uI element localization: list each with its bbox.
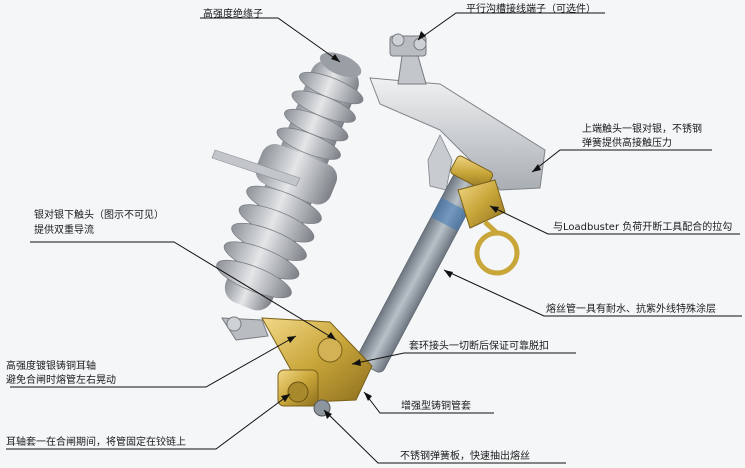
label-ring-joint: 套环接头一切断后保证可靠脱扣 bbox=[409, 341, 549, 352]
label-terminal: 平行沟槽接线端子（可选件） bbox=[466, 4, 596, 15]
upper-hook bbox=[427, 134, 453, 191]
label-fuse-tube: 熔丝管一具有耐水、抗紫外线特殊涂层 bbox=[546, 304, 716, 315]
label-spring-plate: 不锈钢弹簧板，快速抽出熔丝 bbox=[400, 451, 530, 462]
upper-contact-arm bbox=[369, 77, 546, 191]
insulator-body bbox=[216, 52, 364, 311]
leader-fuse-tube bbox=[443, 269, 742, 317]
leader-ear-sleeve bbox=[6, 393, 291, 450]
leader-upper-contact bbox=[531, 149, 712, 173]
label-lower-contact-2: 提供双重导流 bbox=[34, 225, 94, 236]
leader-insulator bbox=[200, 17, 341, 63]
leader-arrowheads bbox=[281, 31, 541, 419]
fuse-tube bbox=[356, 155, 494, 373]
leader-loadbuster bbox=[489, 205, 740, 235]
label-ear-sleeve: 耳轴套一在合闸期间，将管固定在铰链上 bbox=[6, 437, 186, 448]
label-upper-contact-1: 上端触头一银对银，不锈钢 bbox=[582, 124, 702, 135]
label-upper-contact-2: 弹簧提供高接触压力 bbox=[582, 138, 672, 149]
upper-brass-head bbox=[457, 179, 506, 229]
leader-spring-plate bbox=[323, 409, 566, 464]
label-insulator: 高强度绝缘子 bbox=[203, 9, 263, 20]
label-trunnion-2: 避免合闸时熔管左右晃动 bbox=[6, 375, 116, 386]
mounting-bracket bbox=[211, 149, 301, 187]
pull-ring bbox=[474, 230, 520, 276]
leader-lower-contact bbox=[30, 241, 337, 341]
label-trunnion-1: 高强度镀银铸铜耳轴 bbox=[6, 361, 96, 372]
leader-trunnion bbox=[10, 335, 297, 388]
leader-lines bbox=[6, 12, 742, 464]
label-loadbuster: 与Loadbuster 负荷开断工具配合的拉勾 bbox=[553, 222, 733, 233]
label-tube-sleeve: 增强型铸铜管套 bbox=[401, 401, 471, 412]
leader-terminal bbox=[417, 12, 605, 41]
label-lower-contact-1: 银对银下触头（图示不可见） bbox=[34, 210, 164, 221]
leader-ring-joint bbox=[351, 352, 576, 365]
terminal-clamp bbox=[389, 33, 427, 85]
lower-hinge bbox=[221, 316, 373, 417]
